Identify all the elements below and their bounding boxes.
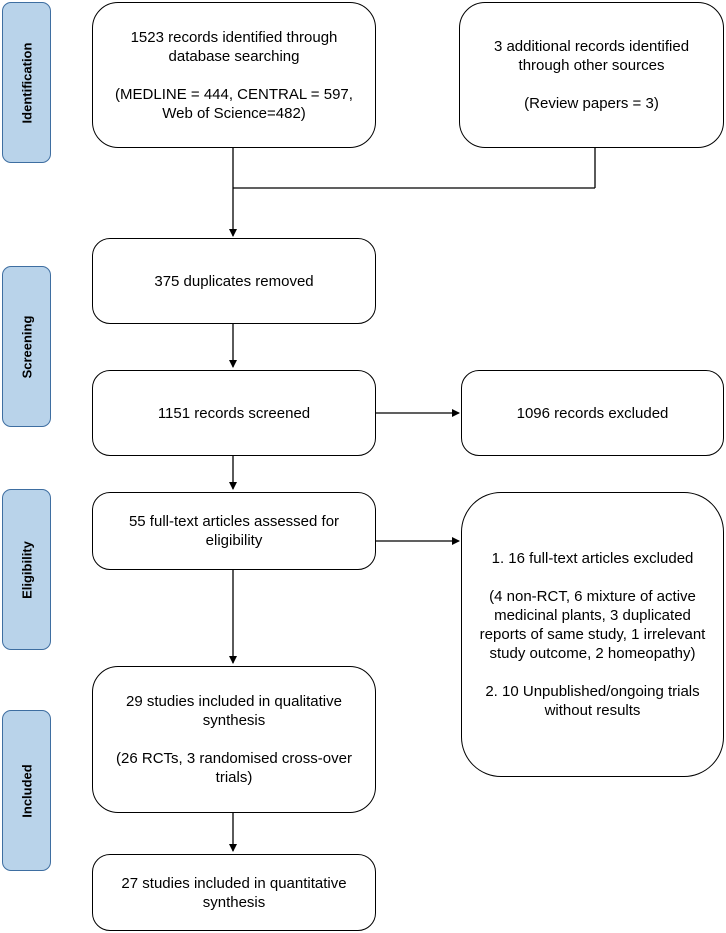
stage-eligibility: Eligibility: [2, 489, 51, 650]
fulltext-unpublished-trials: 2. 10 Unpublished/ongoing trials without…: [485, 683, 700, 719]
qualitative-synthesis-box: 29 studies included in qualitative synth…: [92, 666, 376, 813]
stage-included: Included: [2, 710, 51, 871]
qualitative-synthesis-breakdown: (26 RCTs, 3 randomised cross-over trials…: [116, 750, 352, 786]
stage-identification-label: Identification: [19, 42, 34, 123]
fulltext-assessed-text: 55 full-text articles assessed for eligi…: [128, 513, 340, 549]
fulltext-assessed-box: 55 full-text articles assessed for eligi…: [92, 492, 376, 570]
fulltext-excluded-box: 1. 16 full-text articles excluded (4 non…: [461, 492, 724, 777]
records-excluded-text: 1096 records excluded: [516, 404, 669, 422]
stage-identification: Identification: [2, 2, 51, 163]
stage-screening: Screening: [2, 266, 51, 427]
database-search-count: 1523 records identified through database…: [130, 28, 338, 65]
stage-screening-label: Screening: [19, 315, 34, 378]
other-sources-count: 3 additional records identified through …: [493, 38, 690, 74]
fulltext-excluded-count: 1. 16 full-text articles excluded: [491, 550, 694, 567]
records-screened-text: 1151 records screened: [157, 404, 311, 422]
quantitative-synthesis-box: 27 studies included in quantitative synt…: [92, 854, 376, 931]
duplicates-removed-box: 375 duplicates removed: [92, 238, 376, 324]
duplicates-removed-text: 375 duplicates removed: [154, 272, 314, 290]
other-sources-box: 3 additional records identified through …: [459, 2, 724, 148]
qualitative-synthesis-count: 29 studies included in qualitative synth…: [126, 693, 342, 729]
stage-eligibility-label: Eligibility: [19, 540, 34, 599]
database-search-box: 1523 records identified through database…: [92, 2, 376, 148]
fulltext-excluded-reasons: (4 non-RCT, 6 mixture of active medicina…: [479, 588, 706, 662]
database-search-breakdown: (MEDLINE = 444, CENTRAL = 597, Web of Sc…: [115, 85, 353, 122]
records-screened-box: 1151 records screened: [92, 370, 376, 456]
stage-included-label: Included: [19, 763, 34, 818]
quantitative-synthesis-text: 27 studies included in quantitative synt…: [121, 874, 347, 911]
records-excluded-box: 1096 records excluded: [461, 370, 724, 456]
other-sources-breakdown: (Review papers = 3): [524, 95, 659, 112]
